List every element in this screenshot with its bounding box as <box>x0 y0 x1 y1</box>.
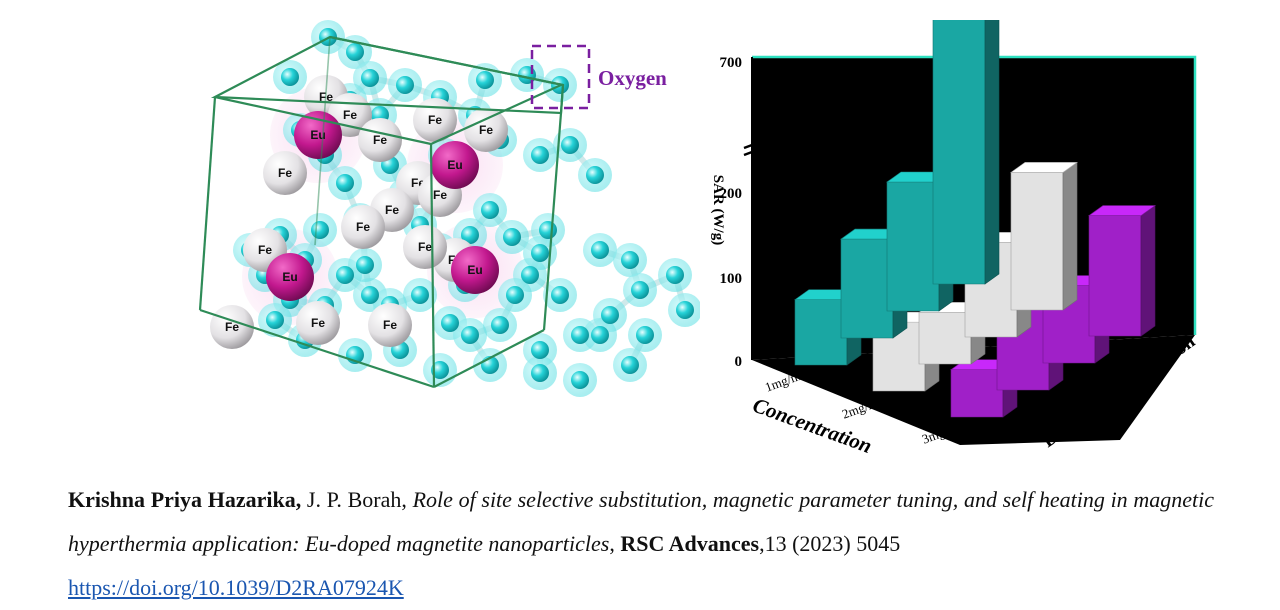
sar-3d-bar-chart: 700 200 100 0 SAR (W/g) 1mg/ml 2mg/ml 3m… <box>710 20 1199 458</box>
chart-bar <box>932 20 1000 285</box>
fe-atom-label: Fe <box>373 133 387 147</box>
fe-atom-label: Fe <box>225 320 239 334</box>
chart-bars <box>794 20 1156 418</box>
fe-atom-label: Fe <box>343 108 357 122</box>
fe-atom-label: Fe <box>479 123 493 137</box>
fe-atom-label: Fe <box>356 220 370 234</box>
chart-bar <box>1088 205 1156 337</box>
oxygen-atom <box>518 66 536 84</box>
oxygen-atom <box>281 68 299 86</box>
author-name: Krishna Priya Hazarika, <box>68 487 302 512</box>
oxygen-atom <box>601 306 619 324</box>
coauthor: J. P. Borah, <box>301 487 413 512</box>
oxygen-atom <box>311 221 329 239</box>
atoms: FeFeFeFeFeFeFeFeFeFeFeFeFeFeFeFeEuEuEuEu <box>210 28 694 389</box>
oxygen-atom <box>346 43 364 61</box>
oxygen-atom <box>666 266 684 284</box>
oxygen-atom <box>396 76 414 94</box>
eu-atom: Eu <box>431 141 479 189</box>
journal-name: RSC Advances <box>620 531 760 556</box>
oxygen-atom <box>356 256 374 274</box>
oxygen-label: Oxygen <box>598 66 667 90</box>
oxygen-atom <box>571 371 589 389</box>
oxygen-atom <box>411 286 429 304</box>
paper-title: Role of site selective substitution, mag… <box>68 487 1215 556</box>
fe-atom: Fe <box>368 303 412 347</box>
oxygen-atom <box>676 301 694 319</box>
axis-break-mark <box>743 140 761 157</box>
fe-atom-label: Fe <box>383 318 397 332</box>
chart-frame-top <box>752 55 1197 335</box>
separator: , <box>609 531 621 556</box>
fe-atom-label: Fe <box>258 243 272 257</box>
fe-atom: Fe <box>263 151 307 195</box>
y-axis-label: SAR (W/g) <box>710 175 726 245</box>
oxygen-atom <box>481 201 499 219</box>
oxygen-atom <box>531 146 549 164</box>
oxygen-atom <box>621 356 639 374</box>
y-tick-label: 100 <box>720 271 743 287</box>
volume-year-page: ,13 (2023) 5045 <box>759 531 901 556</box>
oxygen-atom <box>336 174 354 192</box>
fe-atom: Fe <box>341 205 385 249</box>
fe-atom: Fe <box>413 98 457 142</box>
y-tick-label: 0 <box>735 354 743 370</box>
eu-atom-label: Eu <box>282 270 297 284</box>
oxygen-atom <box>621 251 639 269</box>
eu-atom-label: Eu <box>310 128 325 142</box>
eu-atom-label: Eu <box>467 263 482 277</box>
eu-atom: Eu <box>266 253 314 301</box>
y-tick-label: 200 <box>720 186 743 202</box>
fe-atom-label: Fe <box>418 240 432 254</box>
oxygen-atom <box>503 228 521 246</box>
oxygen-atom <box>361 286 379 304</box>
fe-atom: Fe <box>403 225 447 269</box>
oxygen-atom <box>531 341 549 359</box>
fe-atom-label: Fe <box>278 166 292 180</box>
fe-atom: Fe <box>358 118 402 162</box>
oxygen-atom <box>631 281 649 299</box>
oxygen-atom <box>431 361 449 379</box>
fe-atom-label: Fe <box>428 113 442 127</box>
oxygen-atom <box>476 71 494 89</box>
eu-atom: Eu <box>451 246 499 294</box>
fe-atom-label: Fe <box>385 203 399 217</box>
fe-atom-label: Fe <box>433 188 447 202</box>
oxygen-atom <box>551 286 569 304</box>
chart-bar <box>1010 161 1078 311</box>
oxygen-atom <box>461 326 479 344</box>
oxygen-atom <box>491 316 509 334</box>
y-tick-label: 700 <box>720 55 743 71</box>
oxygen-atom <box>571 326 589 344</box>
fe-atom: Fe <box>464 108 508 152</box>
oxygen-atom <box>586 166 604 184</box>
oxygen-atom <box>561 136 579 154</box>
oxygen-atom <box>636 326 654 344</box>
fe-atom: Fe <box>296 301 340 345</box>
oxygen-atom <box>266 311 284 329</box>
oxygen-atom <box>521 266 539 284</box>
oxygen-atom <box>336 266 354 284</box>
citation-caption: Krishna Priya Hazarika, J. P. Borah, Rol… <box>68 478 1214 610</box>
oxygen-atom <box>591 241 609 259</box>
unit-cell-edges <box>198 35 565 389</box>
eu-atom: Eu <box>294 111 342 159</box>
oxygen-atom <box>539 221 557 239</box>
eu-atom-label: Eu <box>447 158 462 172</box>
oxygen-atom <box>441 314 459 332</box>
oxygen-atom <box>531 364 549 382</box>
oxygen-atom <box>506 286 524 304</box>
fe-atom-label: Fe <box>311 316 325 330</box>
fe-atom: Fe <box>210 305 254 349</box>
doi-link[interactable]: https://doi.org/10.1039/D2RA07924K <box>68 575 404 600</box>
oxygen-atom <box>591 326 609 344</box>
oxygen-atom <box>461 226 479 244</box>
crystal-structure-figure: FeFeFeFeFeFeFeFeFeFeFeFeFeFeFeFeEuEuEuEu… <box>198 20 700 397</box>
oxygen-atom <box>361 69 379 87</box>
oxygen-atom <box>531 244 549 262</box>
